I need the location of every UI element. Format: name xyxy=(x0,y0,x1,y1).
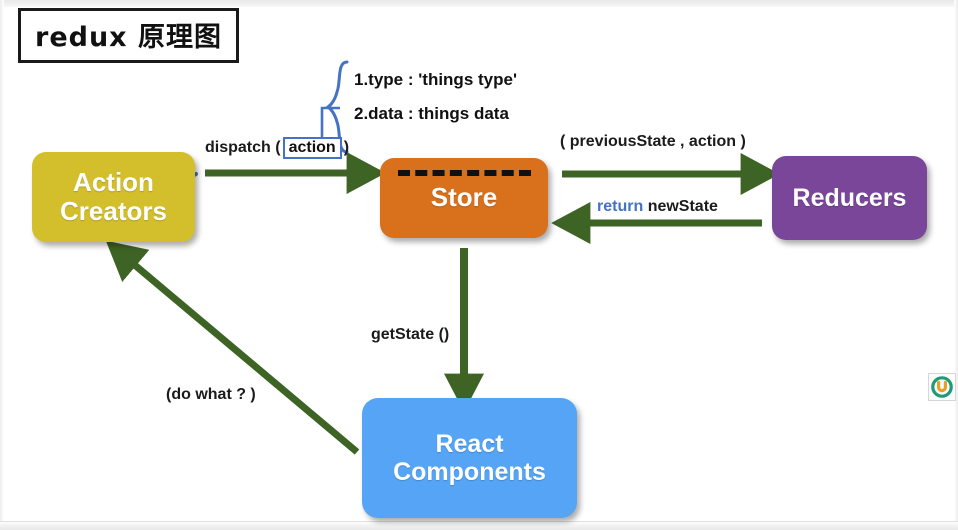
return-keyword-text: return xyxy=(597,198,644,215)
node-reducers[interactable]: Reducers xyxy=(772,156,927,240)
dispatch-suffix-text: ) xyxy=(343,139,350,156)
annotation-line-type: 1.type : 'things type' xyxy=(354,70,517,89)
node-react-components[interactable]: React Components xyxy=(362,398,577,518)
node-react-components-line1: React xyxy=(435,430,504,458)
action-chip[interactable]: action xyxy=(282,137,342,159)
page-title: redux 原理图 xyxy=(18,8,239,63)
page-bottom-edge xyxy=(0,521,958,530)
label-do-what: (do what ? ) xyxy=(166,386,256,403)
node-action-creators[interactable]: Action Creators xyxy=(32,152,195,242)
return-value-text: newState xyxy=(647,198,718,215)
page-top-edge xyxy=(0,0,958,7)
node-action-creators-line1: Action xyxy=(73,166,154,197)
label-dispatch: dispatch (action) xyxy=(205,137,349,159)
annotation-line-data: 2.data : things data xyxy=(354,104,509,123)
node-store-label: Store xyxy=(430,182,498,213)
page-right-edge xyxy=(954,0,958,530)
page-left-edge xyxy=(0,0,4,530)
power-logo-glyph xyxy=(931,376,953,398)
label-return-newstate: return newState xyxy=(597,198,718,216)
label-previous-state: ( previousState , action ) xyxy=(560,133,746,150)
dispatch-prefix-text: dispatch ( xyxy=(205,139,281,156)
node-reducers-label: Reducers xyxy=(792,184,907,212)
node-action-creators-line2: Creators xyxy=(60,196,167,226)
power-logo-icon xyxy=(928,373,956,401)
label-get-state: getState () xyxy=(371,326,450,343)
node-react-components-line2: Components xyxy=(393,458,546,486)
store-dashed-divider xyxy=(398,170,531,176)
arrow-do-what xyxy=(105,240,360,455)
